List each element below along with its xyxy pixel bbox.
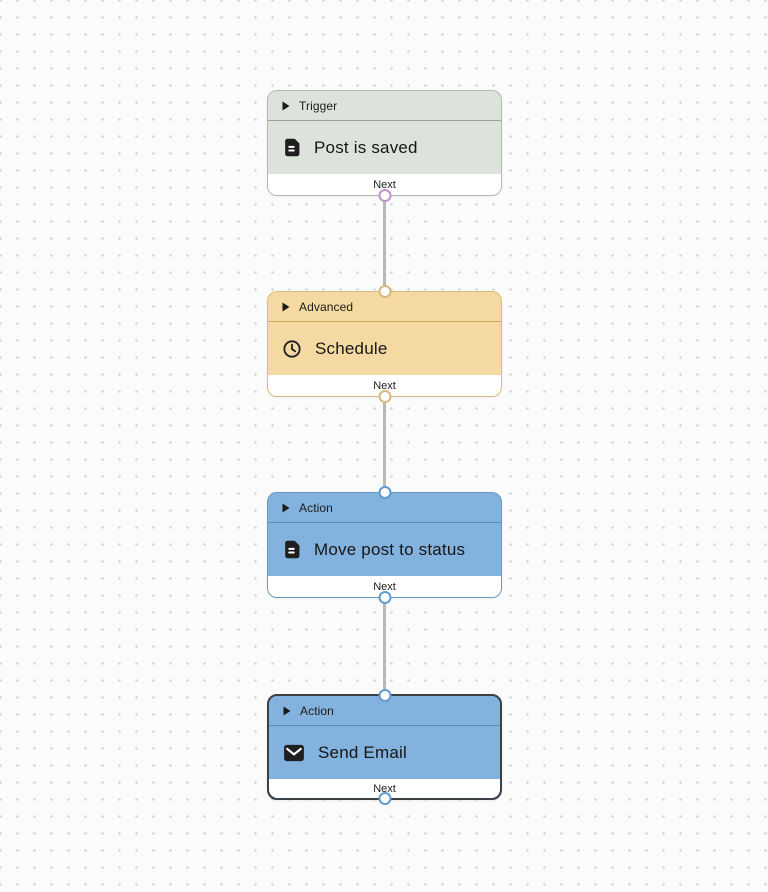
connector-edge [382, 598, 386, 694]
node-category-label: Trigger [299, 98, 338, 113]
output-port[interactable] [378, 390, 391, 404]
next-output-label: Next [373, 379, 396, 392]
node-category-label: Advanced [299, 299, 354, 314]
node-footer: Next [268, 375, 501, 396]
envelope-icon [283, 744, 305, 762]
workflow-node-action-move-post[interactable]: Action Move post to status Next [267, 485, 502, 605]
collapse-triangle-icon [282, 101, 290, 111]
workflow-node-action-send-email[interactable]: Action Send Email Next [267, 688, 502, 806]
node-body[interactable]: Move post to status [268, 523, 501, 576]
node-title: Send Email [318, 742, 407, 762]
node-title: Schedule [315, 338, 388, 358]
input-port[interactable] [378, 284, 391, 298]
workflow-node-trigger[interactable]: Trigger Post is saved Next [267, 90, 502, 203]
input-port[interactable] [378, 485, 391, 499]
workflow-node-advanced[interactable]: Advanced Schedule Next [267, 284, 502, 404]
output-port[interactable] [378, 792, 391, 806]
node-category-label: Action [299, 500, 333, 515]
output-port[interactable] [378, 189, 391, 203]
document-icon [282, 137, 301, 158]
node-body[interactable]: Schedule [268, 322, 501, 375]
next-output-label: Next [373, 580, 396, 593]
collapse-triangle-icon [282, 302, 290, 312]
node-header[interactable]: Action [269, 696, 500, 726]
node-header[interactable]: Action [268, 493, 501, 523]
node-title: Move post to status [314, 539, 466, 559]
node-header[interactable]: Trigger [268, 91, 501, 121]
node-title: Post is saved [314, 137, 418, 157]
input-port[interactable] [378, 688, 391, 702]
node-footer: Next [269, 779, 500, 798]
document-icon [282, 539, 301, 560]
connector-edge [382, 397, 386, 492]
next-output-label: Next [373, 782, 396, 795]
node-body[interactable]: Post is saved [268, 121, 501, 174]
collapse-triangle-icon [282, 503, 290, 513]
clock-icon [282, 339, 302, 359]
node-footer: Next [268, 174, 501, 195]
collapse-triangle-icon [283, 706, 291, 716]
output-port[interactable] [378, 591, 391, 605]
node-footer: Next [268, 576, 501, 597]
node-body[interactable]: Send Email [269, 726, 500, 779]
node-header[interactable]: Advanced [268, 292, 501, 322]
next-output-label: Next [373, 178, 396, 191]
node-category-label: Action [300, 703, 334, 718]
connector-edge [382, 196, 386, 291]
